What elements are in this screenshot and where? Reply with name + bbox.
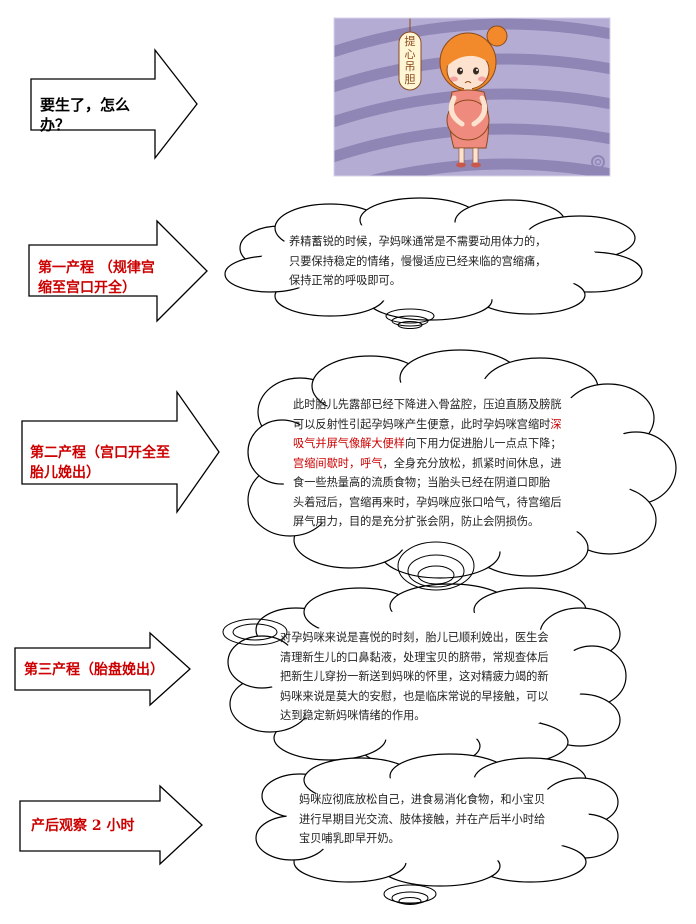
description-line: 达到稳定新妈咪情绪的作用。 <box>280 706 549 726</box>
text-run: 清理新生儿的口鼻黏液，处理宝贝的脐带，常规查体后 <box>280 651 549 664</box>
text-run: 宝贝哺乳即早开奶。 <box>299 832 400 845</box>
description-line: 清理新生儿的口鼻黏液，处理宝贝的脐带，常规查体后 <box>280 648 549 668</box>
description-line: 妈咪应彻底放松自己，进食易消化食物，和小宝贝 <box>299 790 545 810</box>
text-run: 只要保持稳定的情绪，慢慢适应已经来临的宫缩痛， <box>289 255 546 268</box>
text-run: 保持正常的呼吸即可。 <box>289 274 401 287</box>
description-line: 保持正常的呼吸即可。 <box>289 271 546 291</box>
text-run: 把新生儿穿扮一新送到妈咪的怀里，这对精疲力竭的新 <box>280 670 549 683</box>
bubble-tail-1 <box>386 309 434 329</box>
text-run: 食一些热量高的流质食物；当胎头已经在阴道口即胎 <box>293 476 550 489</box>
intro-arrow-label: 要生了，怎么办？ <box>40 95 158 135</box>
text-run: 屏气用力，目的是充分扩张会阴，防止会阴损伤。 <box>293 515 539 528</box>
text-run: 此时胎儿先露部已经下降进入骨盆腔，压迫直肠及膀胱 <box>293 398 562 411</box>
description-line: 吸气并屏气像解大便样向下用力促进胎儿一点点下降； <box>293 434 562 454</box>
description-line: 此时胎儿先露部已经下降进入骨盆腔，压迫直肠及膀胱 <box>293 395 562 415</box>
description-line: 养精蓄锐的时候，孕妈咪通常是不需要动用体力的， <box>289 232 546 252</box>
highlighted-text: 宫缩间歇时，呼气 <box>293 457 383 470</box>
description-line: 对孕妈咪来说是喜悦的时刻，胎儿已顺利娩出，医生会 <box>280 628 549 648</box>
bubble-tail-2 <box>398 542 474 590</box>
highlighted-text: 吸气并屏气像解大便样 <box>293 437 405 450</box>
description-line: 可以反射性引起孕妈咪产生便意，此时孕妈咪宫缩时深 <box>293 415 562 435</box>
description-line: 宫缩间歇时，呼气，全身充分放松，抓紧时间休息，进 <box>293 454 562 474</box>
description-line: 妈咪来说是莫大的安慰，也是临床常说的早接触，可以 <box>280 687 549 707</box>
highlighted-text: 深 <box>550 418 561 431</box>
stage-2-arrow-label: 第二产程（宫口开全至胎儿娩出） <box>30 443 180 483</box>
text-run: 妈咪应彻底放松自己，进食易消化食物，和小宝贝 <box>299 793 545 806</box>
text-run: 向下用力促进胎儿一点点下降； <box>405 437 562 450</box>
description-line: 头着冠后，宫缩再来时，孕妈咪应张口哈气，待宫缩后 <box>293 493 562 513</box>
description-line: 进行早期目光交流、肢体接触，并在产后半小时给 <box>299 810 545 830</box>
description-line: 把新生儿穿扮一新送到妈咪的怀里，这对精疲力竭的新 <box>280 667 549 687</box>
stage-1-arrow-label: 第一产程 （规律宫缩至宫口开全） <box>38 258 156 298</box>
text-run: 头着冠后，宫缩再来时，孕妈咪应张口哈气，待宫缩后 <box>293 496 562 509</box>
description-line: 只要保持稳定的情绪，慢慢适应已经来临的宫缩痛， <box>289 252 546 272</box>
description-line: 屏气用力，目的是充分扩张会阴，防止会阴损伤。 <box>293 512 562 532</box>
stage-3-description: 对孕妈咪来说是喜悦的时刻，胎儿已顺利娩出，医生会清理新生儿的口鼻黏液，处理宝贝的… <box>280 628 549 726</box>
stage-4-arrow-label: 产后观察 2 小时 <box>31 816 159 836</box>
description-line: 宝贝哺乳即早开奶。 <box>299 829 545 849</box>
text-run: 对孕妈咪来说是喜悦的时刻，胎儿已顺利娩出，医生会 <box>280 631 549 644</box>
stage-1-description: 养精蓄锐的时候，孕妈咪通常是不需要动用体力的， 只要保持稳定的情绪，慢慢适应已经来… <box>289 232 546 291</box>
stage-3-arrow-label: 第三产程（胎盘娩出） <box>24 660 164 680</box>
text-run: 妈咪来说是莫大的安慰，也是临床常说的早接触，可以 <box>280 690 549 703</box>
stage-4-description: 妈咪应彻底放松自己，进食易消化食物，和小宝贝进行早期目光交流、肢体接触，并在产后… <box>299 790 545 849</box>
bubble-tail-4 <box>384 885 436 905</box>
text-run: 进行早期目光交流、肢体接触，并在产后半小时给 <box>299 813 545 826</box>
description-line: 食一些热量高的流质食物；当胎头已经在阴道口即胎 <box>293 473 562 493</box>
text-run: 达到稳定新妈咪情绪的作用。 <box>280 709 425 722</box>
bubble-tail-3 <box>223 619 287 645</box>
stage-2-description: 此时胎儿先露部已经下降进入骨盆腔，压迫直肠及膀胱可以反射性引起孕妈咪产生便意，此… <box>293 395 562 532</box>
text-run: 养精蓄锐的时候，孕妈咪通常是不需要动用体力的， <box>289 235 546 248</box>
text-run: ，全身充分放松，抓紧时间休息，进 <box>383 457 562 470</box>
illustration-sign-text: 提心吊胆 <box>401 36 419 86</box>
text-run: 可以反射性引起孕妈咪产生便意，此时孕妈咪宫缩时 <box>293 418 550 431</box>
